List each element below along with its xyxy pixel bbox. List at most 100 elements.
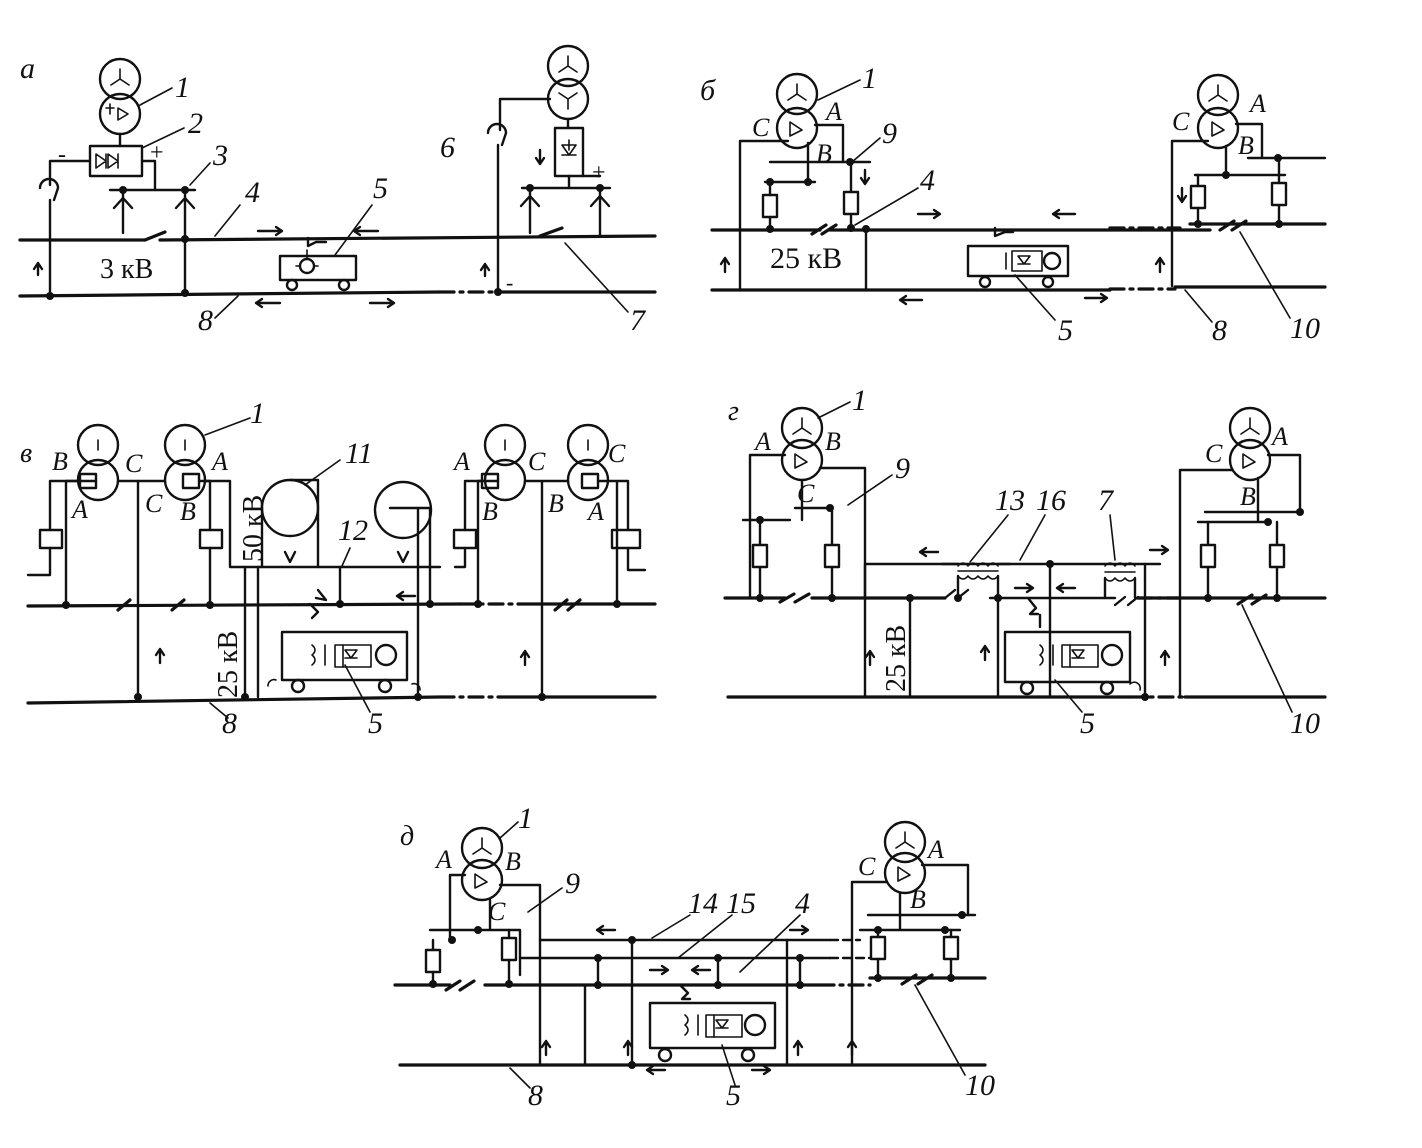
junction bbox=[181, 289, 189, 297]
rail-arrow-left bbox=[254, 297, 282, 309]
wye-delta-symbol bbox=[1208, 84, 1228, 137]
rail-arrow-right bbox=[368, 297, 396, 309]
callout-13-g: 13 bbox=[995, 484, 1025, 517]
junction bbox=[1273, 594, 1281, 602]
current-arrow-down bbox=[534, 148, 546, 166]
callout-1-a: 1 bbox=[175, 71, 190, 104]
junction bbox=[874, 974, 882, 982]
breaker-b bbox=[1189, 184, 1207, 210]
phase-label: B bbox=[910, 885, 926, 914]
contact-wire-b bbox=[710, 223, 1212, 236]
rectifier-box bbox=[553, 126, 585, 178]
junction bbox=[46, 292, 54, 300]
minus-sign-a2: - bbox=[506, 270, 513, 295]
callout-5-v: 5 bbox=[368, 707, 383, 740]
panel-v-letter: в bbox=[20, 438, 32, 469]
panel-a: а - + 3 кВ - bbox=[18, 44, 657, 337]
leader bbox=[854, 187, 919, 226]
transformer-winding-upper bbox=[1196, 73, 1240, 117]
phase-label: B bbox=[1240, 482, 1256, 511]
callout-7-g: 7 bbox=[1098, 484, 1115, 517]
callout-9-g: 9 bbox=[895, 452, 910, 485]
leader bbox=[847, 474, 893, 506]
phase-wire bbox=[920, 863, 970, 917]
callout-4-a: 4 bbox=[245, 176, 260, 209]
callout-1-b: 1 bbox=[862, 62, 877, 95]
phase-label: B bbox=[505, 847, 521, 876]
rail-line bbox=[18, 290, 442, 298]
callout-1-d: 1 bbox=[518, 802, 533, 835]
panel-v: в B C A C A B 50 кВ 25 кВ bbox=[20, 397, 657, 740]
callout-11-v: 11 bbox=[345, 437, 373, 470]
breaker-v bbox=[198, 528, 224, 550]
current-arrow-up bbox=[864, 649, 876, 667]
transformer-winding-upper bbox=[460, 826, 504, 870]
leader bbox=[1014, 274, 1056, 321]
current-arrow-up bbox=[154, 647, 166, 665]
phase-label: C bbox=[488, 897, 506, 926]
junction bbox=[134, 693, 142, 701]
leader bbox=[1239, 231, 1291, 319]
current-arrow-up bbox=[519, 649, 531, 667]
phase-label: B bbox=[1238, 131, 1254, 160]
callout-14-d: 14 bbox=[688, 887, 718, 920]
leader bbox=[851, 137, 881, 163]
phase-wire bbox=[498, 883, 542, 1067]
electric-locomotive-b bbox=[966, 226, 1070, 289]
panel-b-letter: б bbox=[700, 74, 716, 107]
phase-label: C bbox=[858, 852, 876, 881]
busbar bbox=[428, 898, 522, 977]
callout-15-d: 15 bbox=[726, 887, 756, 920]
current-arrow-left bbox=[595, 924, 617, 936]
junction bbox=[1046, 560, 1054, 568]
section-insulator bbox=[538, 226, 564, 238]
voltage-label-b: 25 кВ bbox=[770, 242, 842, 275]
junction bbox=[766, 225, 774, 233]
breaker-leads bbox=[1206, 520, 1279, 599]
current-arrow-left bbox=[395, 590, 417, 602]
current-arrow-up bbox=[479, 262, 491, 278]
winding-tap bbox=[580, 472, 600, 490]
section-insulator bbox=[1218, 219, 1248, 232]
positive-feeder bbox=[140, 159, 157, 192]
junction bbox=[954, 594, 962, 602]
electric-locomotive-a bbox=[278, 236, 358, 292]
current-arrow-up bbox=[719, 256, 731, 274]
contact-wire-g bbox=[943, 574, 1117, 600]
junction bbox=[1204, 594, 1212, 602]
phase-wire bbox=[1266, 453, 1302, 514]
booster-transformer-7 bbox=[1104, 562, 1136, 582]
breaker-leads bbox=[121, 206, 187, 240]
phase-label: C bbox=[1172, 107, 1190, 136]
callout-10-g: 10 bbox=[1290, 707, 1320, 740]
rail-arrow-left bbox=[645, 1064, 667, 1076]
transformer-winding-upper bbox=[780, 406, 824, 450]
callout-9-b: 9 bbox=[882, 117, 897, 150]
junction bbox=[941, 926, 949, 934]
phase-label: C bbox=[752, 113, 770, 142]
junction bbox=[538, 693, 546, 701]
at-right-leads bbox=[388, 506, 432, 699]
phase-label: A bbox=[70, 495, 88, 524]
rail-line-v bbox=[26, 695, 442, 705]
current-arrow-right bbox=[1013, 582, 1035, 594]
leader bbox=[204, 417, 251, 436]
callout-5-b: 5 bbox=[1058, 314, 1073, 347]
autotransformer-right bbox=[373, 480, 433, 540]
phase-wire bbox=[448, 873, 467, 942]
section-insulator bbox=[553, 598, 582, 612]
transformer-winding-upper bbox=[566, 423, 610, 467]
leader bbox=[1109, 514, 1116, 561]
current-arrow-left bbox=[352, 225, 380, 237]
breaker-leads bbox=[768, 160, 853, 231]
plus-sign-a: + bbox=[150, 140, 164, 166]
breaker-b bbox=[842, 190, 860, 216]
junction bbox=[613, 600, 621, 608]
transformer-winding-lower bbox=[883, 851, 927, 895]
plus-sign-a3: + bbox=[592, 160, 606, 186]
phase-label: C bbox=[1205, 439, 1223, 468]
breaker-v bbox=[38, 528, 64, 550]
leader bbox=[1019, 514, 1046, 561]
feeder-wire bbox=[203, 479, 442, 569]
